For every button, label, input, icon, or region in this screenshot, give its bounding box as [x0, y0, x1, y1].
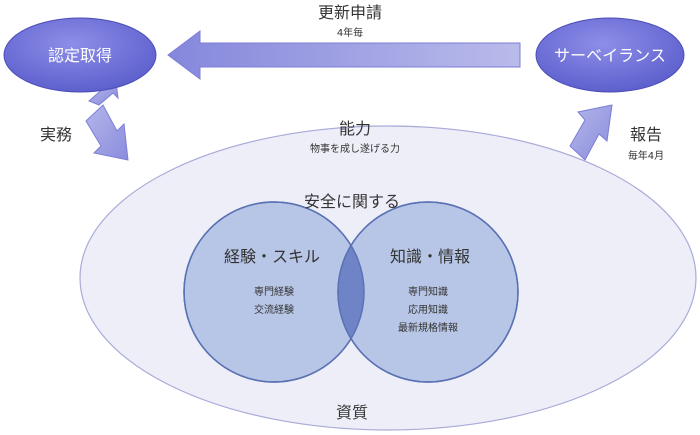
experience-item: 専門経験: [254, 285, 294, 298]
surveillance-label: サーベイランス: [554, 46, 666, 65]
ability-subtitle: 物事を成し遂げる力: [310, 142, 400, 155]
report-period: 毎年4月: [628, 149, 664, 162]
knowledge-item: 応用知識: [408, 303, 448, 316]
safety-title: 安全に関する: [304, 192, 400, 211]
knowledge-item: 最新規格情報: [398, 321, 458, 334]
surveillance-node: サーベイランス: [535, 17, 685, 93]
renewal-arrow: [167, 30, 521, 80]
ability-title: 能力: [339, 119, 371, 138]
practice-label: 実務: [40, 125, 72, 144]
experience-title: 経験・スキル: [224, 247, 320, 266]
knowledge-item: 専門知識: [408, 285, 448, 298]
certification-node: 認定取得: [3, 17, 157, 93]
experience-item: 交流経験: [254, 303, 294, 316]
qualities-label: 資質: [336, 403, 368, 422]
practice-arrow: [85, 81, 129, 161]
certification-label: 認定取得: [48, 46, 112, 65]
knowledge-title: 知識・情報: [390, 247, 470, 266]
renewal-label: 更新申請: [318, 3, 382, 22]
report-label: 報告: [630, 125, 662, 144]
renewal-period: 4年毎: [337, 26, 363, 39]
report-arrow: [569, 104, 613, 161]
